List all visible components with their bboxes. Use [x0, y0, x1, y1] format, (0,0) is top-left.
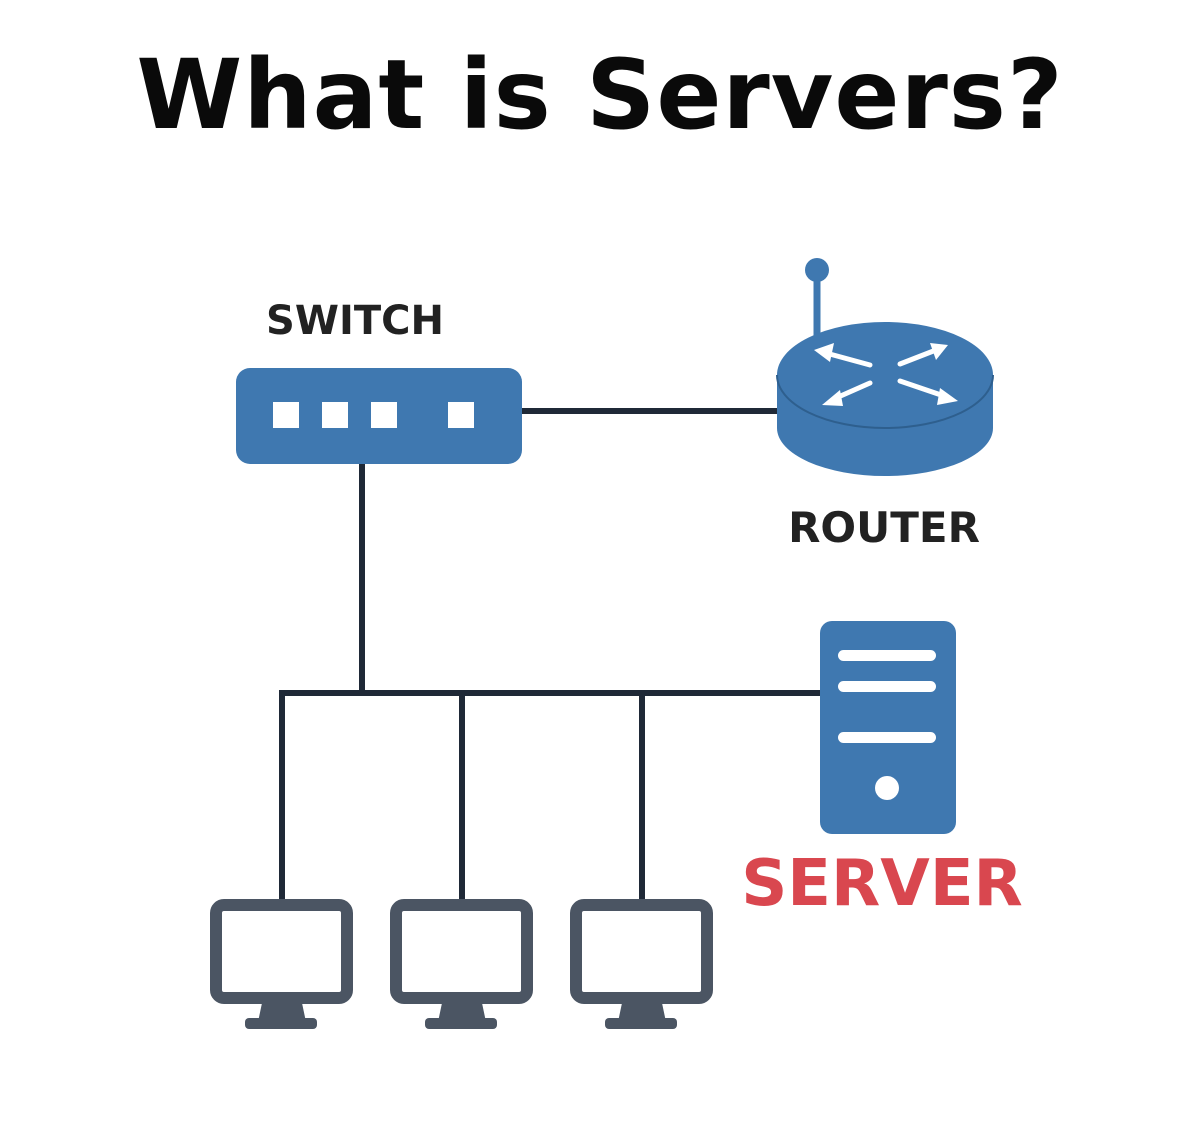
server-label: SERVER [741, 847, 1023, 921]
router-icon [776, 258, 994, 476]
monitor-icon [210, 899, 353, 1029]
router-label: ROUTER [788, 503, 980, 552]
page-title: What is Servers? [136, 39, 1064, 151]
switch-label: SWITCH [266, 298, 444, 344]
server-icon [820, 621, 956, 834]
connection-lines [279, 408, 822, 905]
monitor-icon [570, 899, 713, 1029]
switch-icon [236, 368, 522, 464]
monitor-icon [390, 899, 533, 1029]
